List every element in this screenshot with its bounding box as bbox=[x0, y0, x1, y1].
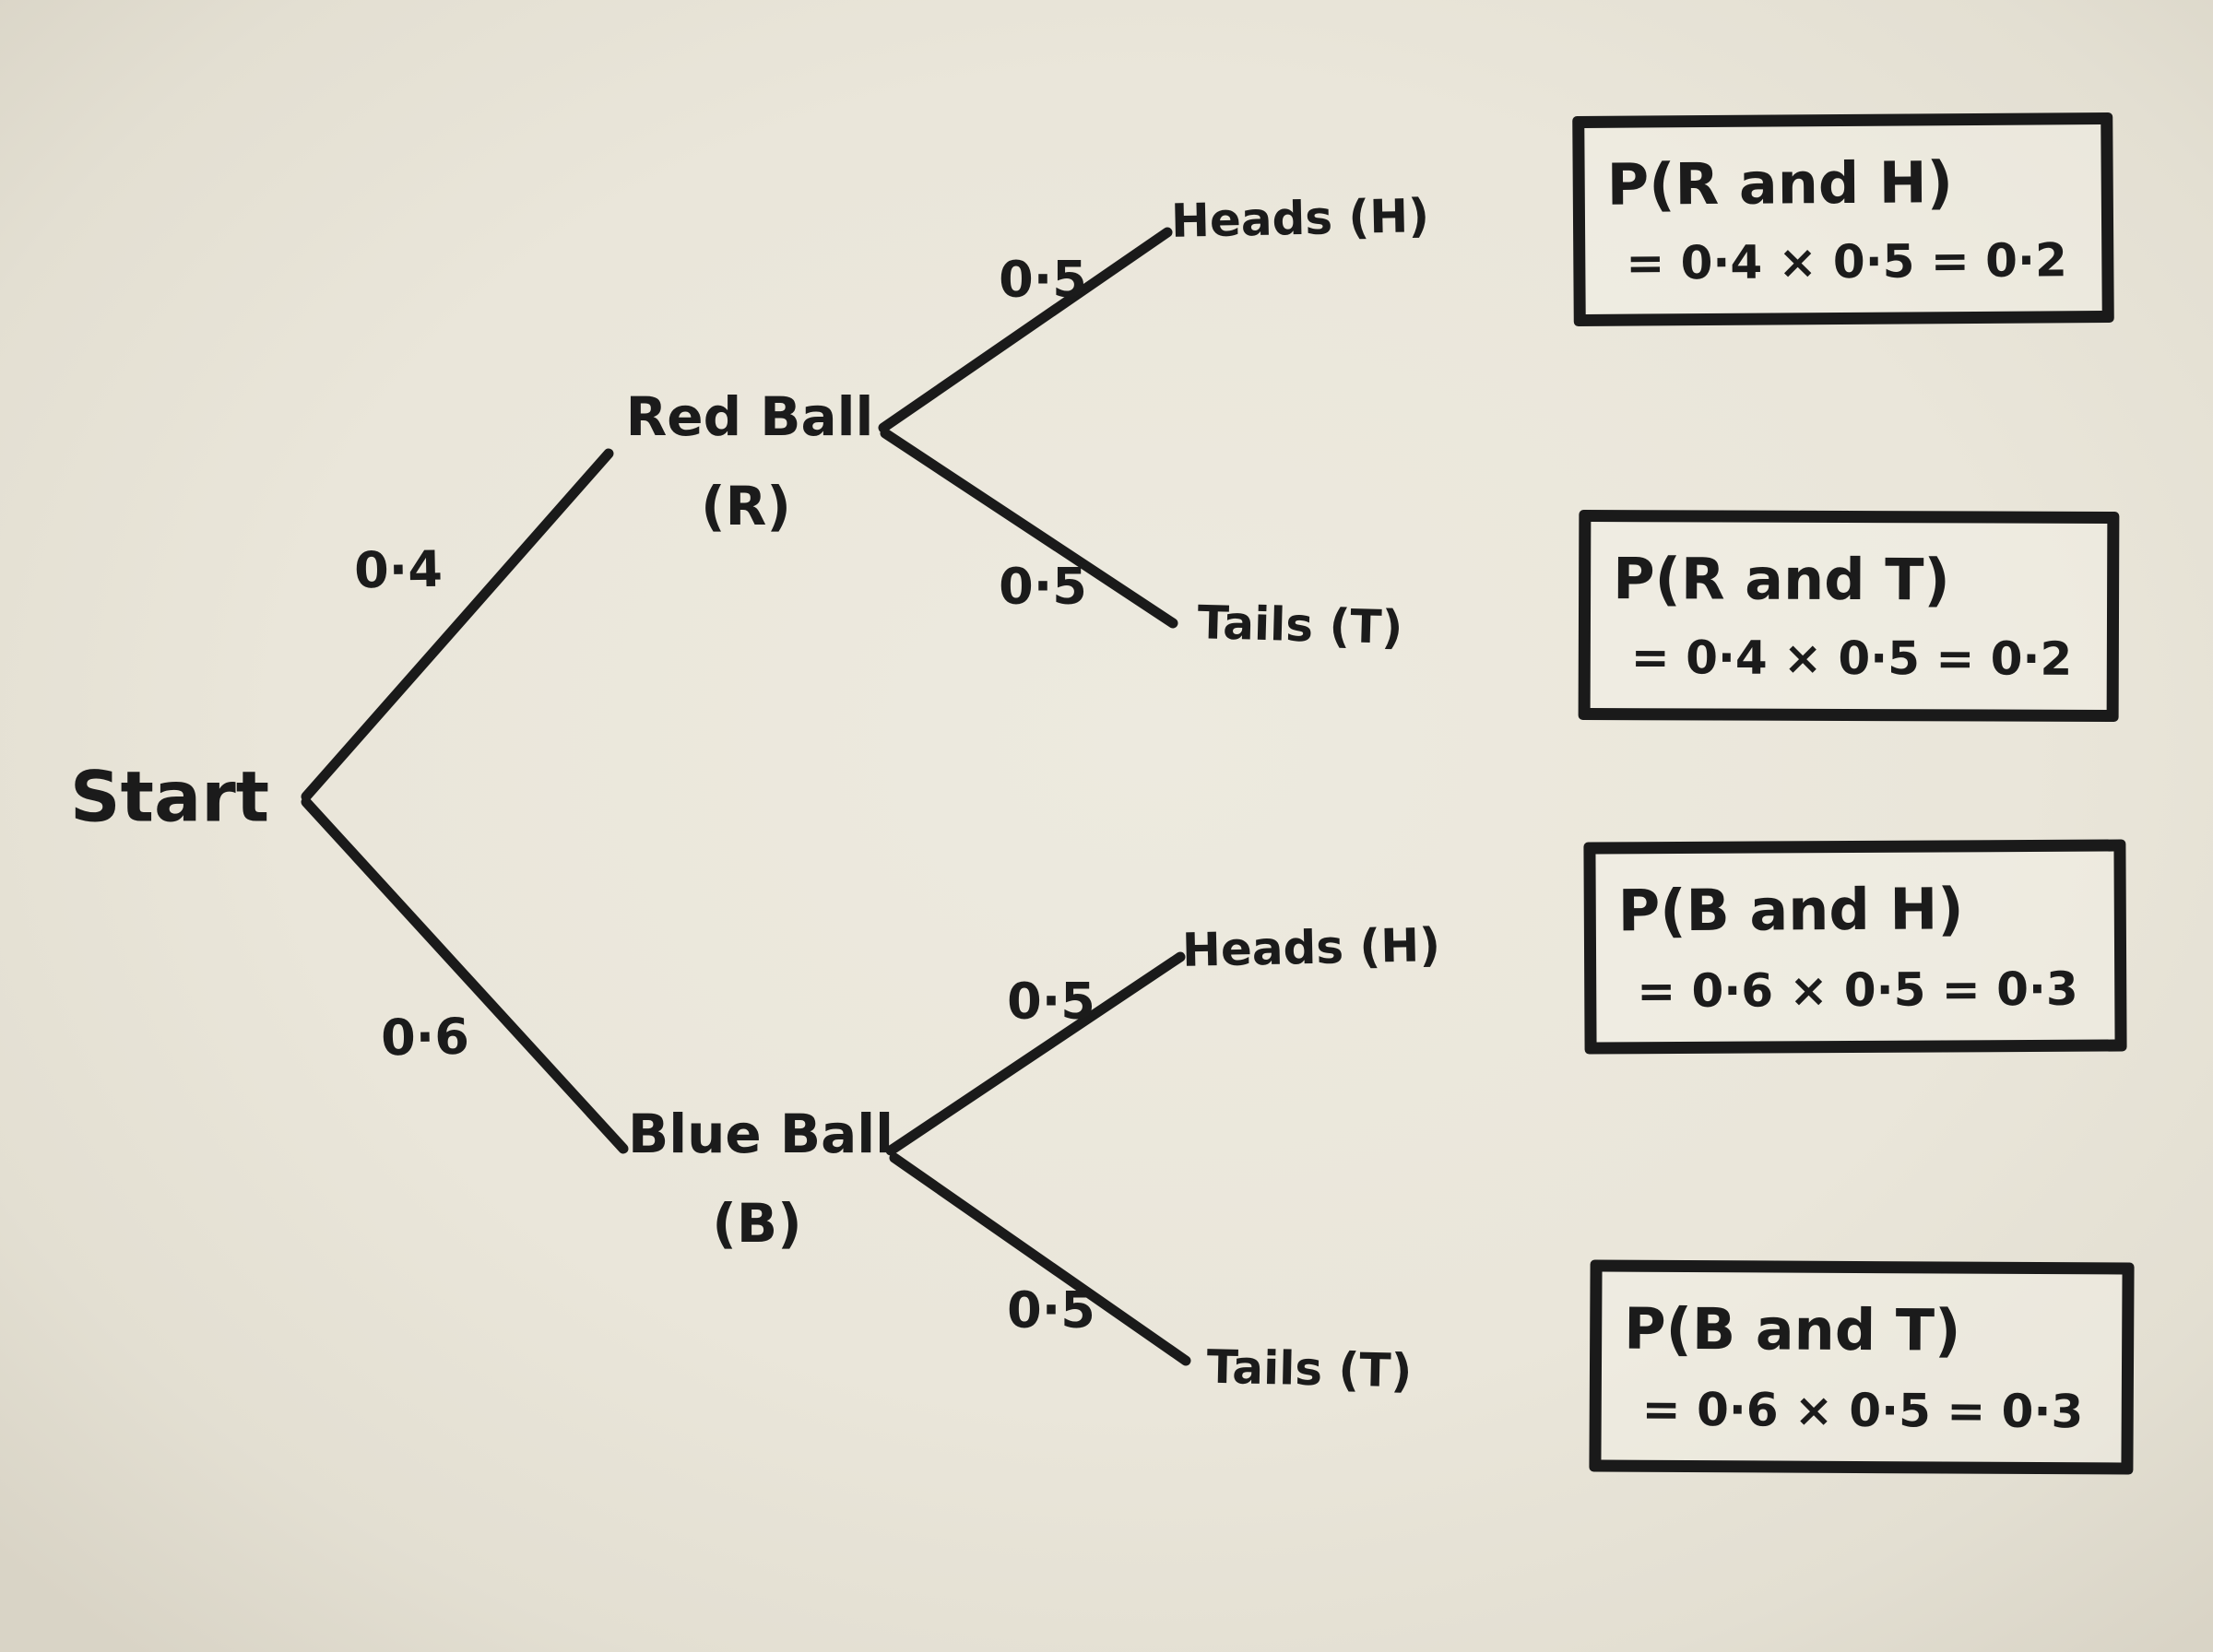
probability-label-blue-tails: 0·5 bbox=[1007, 1280, 1095, 1339]
node-symbol-red: (R) bbox=[701, 475, 791, 537]
result-title: P(R and T) bbox=[1613, 544, 1950, 613]
result-box-r-and-h: P(R and H) = 0·4 × 0·5 = 0·2 bbox=[1572, 112, 2114, 327]
outcome-label-red-heads: Heads (H) bbox=[1170, 189, 1430, 248]
branch-line-blue-tails bbox=[889, 1152, 1191, 1366]
result-title: P(B and T) bbox=[1624, 1294, 1961, 1364]
node-label-blue-ball: Blue Ball bbox=[627, 1103, 894, 1165]
node-symbol-blue: (B) bbox=[712, 1192, 802, 1255]
branch-line-red-heads bbox=[878, 227, 1173, 433]
outcome-label-red-tails: Tails (T) bbox=[1196, 596, 1404, 655]
result-box-b-and-t: P(B and T) = 0·6 × 0·5 = 0·3 bbox=[1589, 1259, 2135, 1475]
outcome-label-blue-tails: Tails (T) bbox=[1206, 1339, 1413, 1398]
probability-label-blue-heads: 0·5 bbox=[1007, 972, 1095, 1031]
branch-line-start-red bbox=[301, 448, 614, 802]
result-box-r-and-t: P(R and T) = 0·4 × 0·5 = 0·2 bbox=[1578, 509, 2120, 723]
probability-label-red: 0·4 bbox=[353, 539, 444, 600]
result-calculation: = 0·6 × 0·5 = 0·3 bbox=[1641, 1382, 2084, 1439]
result-title: P(B and H) bbox=[1617, 875, 1964, 945]
branch-line-red-tails bbox=[880, 428, 1178, 629]
probability-label-blue: 0·6 bbox=[380, 1007, 470, 1068]
probability-label-red-heads: 0·5 bbox=[999, 250, 1087, 309]
result-box-b-and-h: P(B and H) = 0·6 × 0·5 = 0·3 bbox=[1583, 839, 2127, 1055]
start-node-label: Start bbox=[69, 755, 270, 838]
result-calculation: = 0·4 × 0·5 = 0·2 bbox=[1630, 631, 2073, 687]
result-title: P(R and H) bbox=[1606, 148, 1954, 218]
probability-label-red-tails: 0·5 bbox=[999, 557, 1087, 616]
node-label-red-ball: Red Ball bbox=[625, 385, 874, 448]
result-calculation: = 0·4 × 0·5 = 0·2 bbox=[1626, 233, 2067, 291]
result-calculation: = 0·6 × 0·5 = 0·3 bbox=[1637, 962, 2078, 1019]
branch-line-blue-heads bbox=[885, 951, 1186, 1156]
outcome-label-blue-heads: Heads (H) bbox=[1181, 918, 1441, 977]
branch-line-start-blue bbox=[301, 796, 629, 1154]
